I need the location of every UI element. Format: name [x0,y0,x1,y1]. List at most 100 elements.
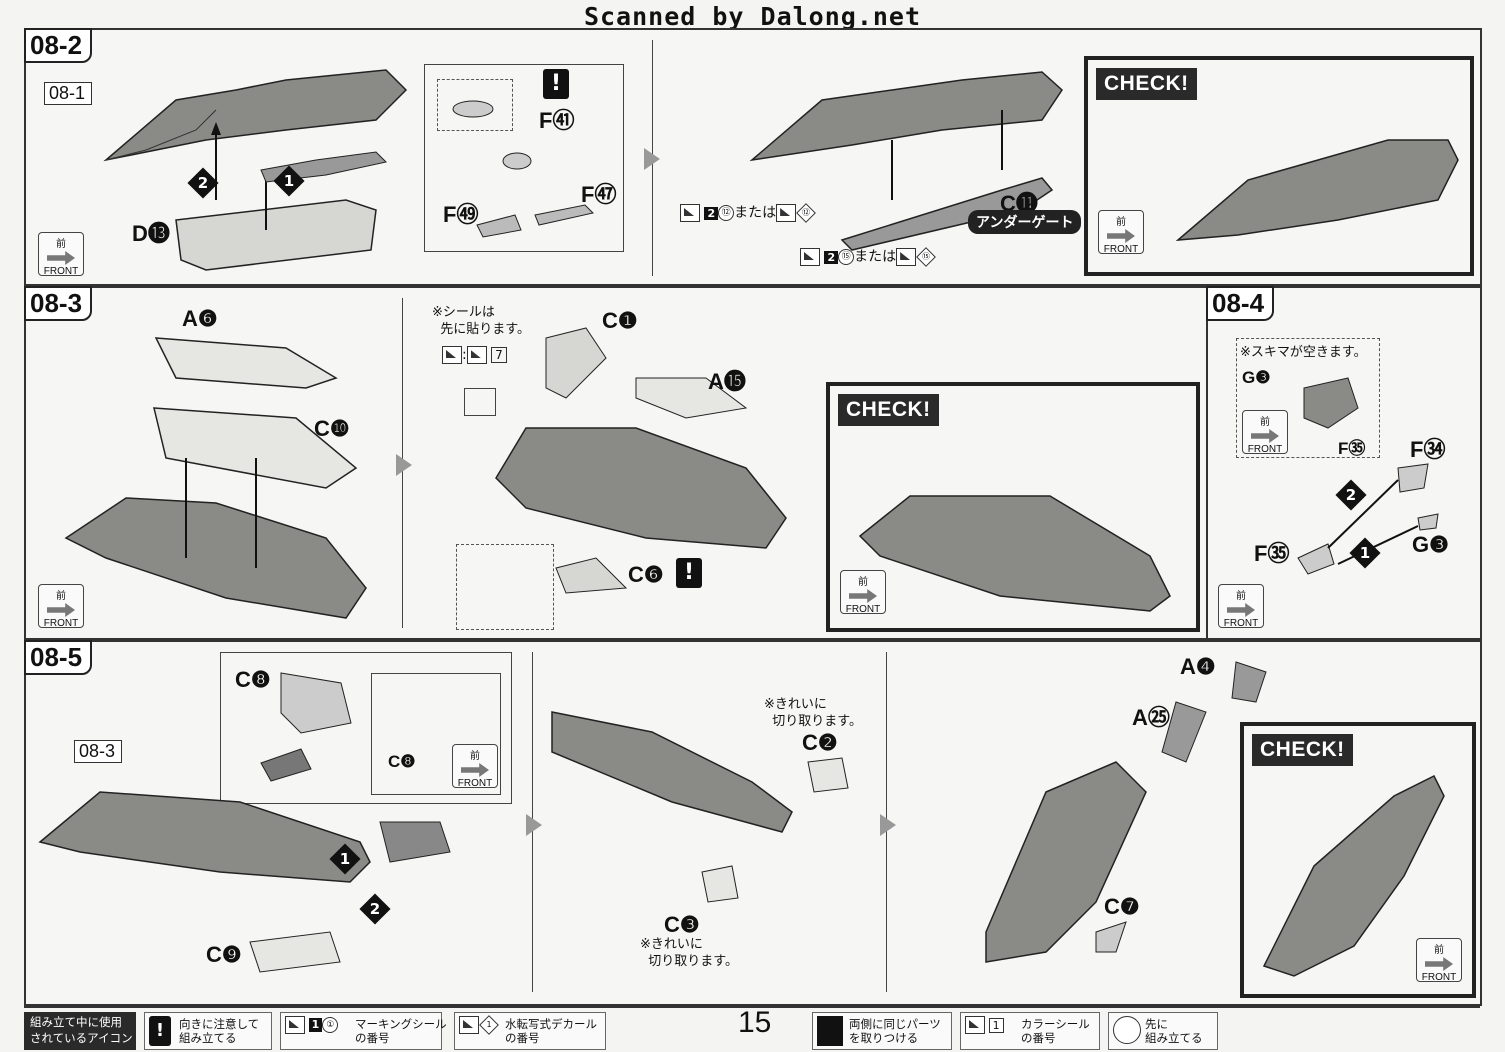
scan-credit: Scanned by Dalong.net [583,2,922,31]
hinge-illustration [1297,377,1439,575]
part-c3-label: C❸ [664,912,700,937]
step-mark-1: 1 [273,165,305,197]
check-illustration [1175,139,1459,241]
check-illustration [1262,774,1445,977]
step-08-3-reference: 08-3 [74,740,123,763]
step-mark-1: 1 [329,843,361,875]
step-mark-2: 2 [187,167,219,199]
part-g3-label: G❸ [1242,368,1271,387]
part-c2-label: C❷ [802,730,838,755]
cut-note-2: ※きれいに 切り取ります。 [640,937,738,969]
color-seal-icon [466,346,487,364]
caution-icon: ! [543,69,569,99]
part-f41-label: F㊶ [539,108,575,133]
arrow-icon [461,763,489,777]
check-label: CHECK! [838,394,939,426]
legend-assemble-first: 先に 組み立てる [1108,1012,1218,1050]
next-arrow-icon [526,814,542,836]
marking-seal-icon [680,204,700,222]
under-gate-label: アンダーゲート [968,210,1082,234]
step-mark-1: 1 [1349,537,1381,569]
legend-decal: 1 水転写式デカール の番号 [454,1012,606,1050]
assembly-illustration-08-3a [64,337,367,619]
assembly-illustration-08-5c [985,661,1267,963]
legend-title: 組み立て中に使用 されているアイコン [24,1012,136,1050]
part-c8-label: C❽ [388,752,416,771]
arrow-icon [849,589,877,603]
part-c9-label: C❾ [206,942,242,967]
step-08-2-detail-inset: ! F㊶ F㊾ F㊼ [424,64,624,252]
c8-parts-drawing [260,672,352,782]
check-illustration [858,495,1171,612]
assembly-illustration-08-3b [495,327,787,594]
part-a6-label: A❻ [182,306,218,331]
part-c10-label: C❿ [314,416,350,441]
legend-color-seal: 1 カラーシール の番号 [960,1012,1100,1050]
gap-detail-box [1236,338,1380,458]
marking-seal-icon [800,248,820,266]
step-08-3-number: 08-3 [24,286,93,321]
gap-note: ※スキマが空きます。 [1240,345,1367,360]
check-label: CHECK! [1096,68,1197,100]
step-08-2-number: 08-2 [24,28,93,63]
both-sides-icon [442,346,462,364]
step-08-4-number: 08-4 [1206,286,1275,321]
both-sides-icon [817,1016,843,1046]
arrow-icon [47,251,75,265]
assembly-illustration-08-5b [551,711,849,903]
step-08-1-reference: 08-1 [44,82,93,105]
step-08-5-number: 08-5 [24,640,93,675]
wing-pod-illustration-08-2 [103,69,408,271]
legend-both-sides: 両側に同じパーツ を取りつける [812,1012,952,1050]
part-c1-label: C❶ [602,308,638,333]
seal-note: ※シールは 先に貼ります。 [432,305,530,337]
part-c6-label: C❻ [628,562,664,587]
ref-08-1-label: 08-1 [49,83,86,103]
step-08-2-label: 08-2 [30,30,83,60]
ref-08-3-label: 08-3 [79,741,116,761]
part-a15-label: A⓯ [708,369,746,394]
detail-dashed-box [437,79,513,131]
wing-pod-illustration-08-2b [749,71,1063,251]
next-arrow-icon [644,148,660,170]
color-seal-icon: 1 [965,1016,1004,1034]
caution-icon: ! [149,1016,171,1046]
next-arrow-icon [396,454,412,476]
part-a25-label: A㉕ [1132,705,1170,730]
arrow-icon [47,603,75,617]
arrow-icon [1107,229,1135,243]
assemble-first-icon [1113,1016,1141,1044]
part-f35-label: F㉟ [1338,439,1366,458]
decal-icon [896,248,917,266]
caution-icon: ! [676,558,702,588]
part-c8-label: C❽ [235,667,271,692]
step-08-5-label: 08-5 [30,642,83,672]
assemble-first-icon [464,388,496,416]
decal-icon [776,204,797,222]
part-f35-label: F㉟ [1254,541,1290,566]
part-d13-label: D⓭ [132,221,170,246]
decal-icon: 1 [459,1015,499,1035]
page-number: 15 [738,1006,772,1039]
seal-number-row: : 7 [442,346,507,364]
part-f47-label: F㊼ [581,182,617,207]
c6-detail-dashed-box [456,544,554,630]
cut-note-1: ※きれいに 切り取ります。 [764,697,862,729]
